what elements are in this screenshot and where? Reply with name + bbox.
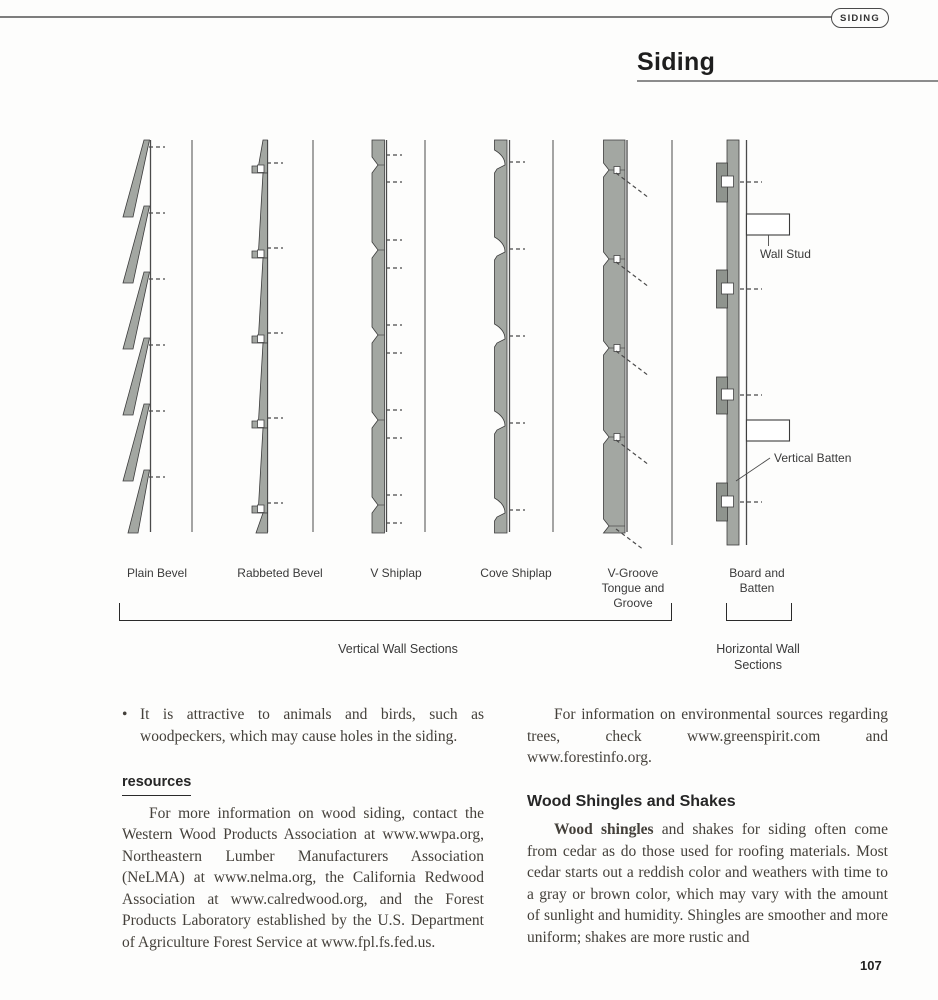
section-label-v-groove-tongue-and-groove: V-Groove Tongue and Groove — [601, 566, 665, 610]
siding-sections-diagram — [122, 139, 791, 551]
bullet-marker: • — [122, 706, 128, 723]
board-and-batten-drawing — [716, 139, 791, 546]
right-column: For information on environmental sources… — [527, 704, 888, 948]
wall-stud-shape — [745, 213, 791, 236]
section-label-v-shiplap: V Shiplap — [370, 566, 422, 580]
plain-bevel-drawing — [122, 139, 165, 534]
bullet-text: It is attractive to animals and birds, s… — [140, 706, 484, 745]
chapter-tab-label: SIDING — [840, 12, 880, 24]
vertical-batten-leader — [735, 457, 771, 482]
wall-stud-shape-2 — [745, 419, 791, 442]
wall-stud-label: Wall Stud — [760, 247, 811, 261]
vertical-sections-bracket — [119, 603, 672, 621]
wall-inner-lines — [191, 140, 673, 545]
section-label-cove-shiplap: Cove Shiplap — [480, 566, 552, 580]
chapter-tab-badge: SIDING — [831, 8, 889, 28]
wood-shingles-lead: Wood shingles — [554, 821, 654, 838]
vertical-batten-label: Vertical Batten — [774, 451, 852, 465]
section-label-rabbeted-bevel: Rabbeted Bevel — [237, 566, 323, 580]
wood-shingles-paragraph: Wood shingles and shakes for siding ofte… — [527, 819, 888, 948]
page-number: 107 — [860, 958, 882, 973]
top-rule — [0, 16, 833, 18]
horizontal-wall-sections-label: Horizontal Wall Sections — [716, 642, 800, 673]
vertical-wall-sections-label: Vertical Wall Sections — [338, 642, 458, 656]
title-rule — [637, 80, 938, 82]
cove-shiplap-drawing — [494, 139, 525, 534]
v-groove-tongue-and-groove-drawing — [602, 139, 650, 551]
bullet-item: • It is attractive to animals and birds,… — [122, 704, 484, 747]
wood-shingles-heading: Wood Shingles and Shakes — [527, 792, 736, 810]
wood-shingles-text: and shakes for siding often come from ce… — [527, 821, 888, 946]
environment-paragraph: For information on environmental sources… — [527, 706, 888, 766]
resources-heading: resources — [122, 772, 192, 796]
section-label-plain-bevel: Plain Bevel — [126, 566, 188, 580]
left-column: • It is attractive to animals and birds,… — [122, 704, 484, 953]
resources-paragraph: For more information on wood siding, con… — [122, 804, 484, 951]
horizontal-sections-bracket — [726, 603, 792, 621]
page-title: Siding — [637, 48, 716, 76]
v-shiplap-drawing — [371, 139, 402, 534]
section-label-board-and-batten: Board and Batten — [729, 566, 785, 595]
rabbeted-bevel-drawing — [251, 139, 283, 534]
